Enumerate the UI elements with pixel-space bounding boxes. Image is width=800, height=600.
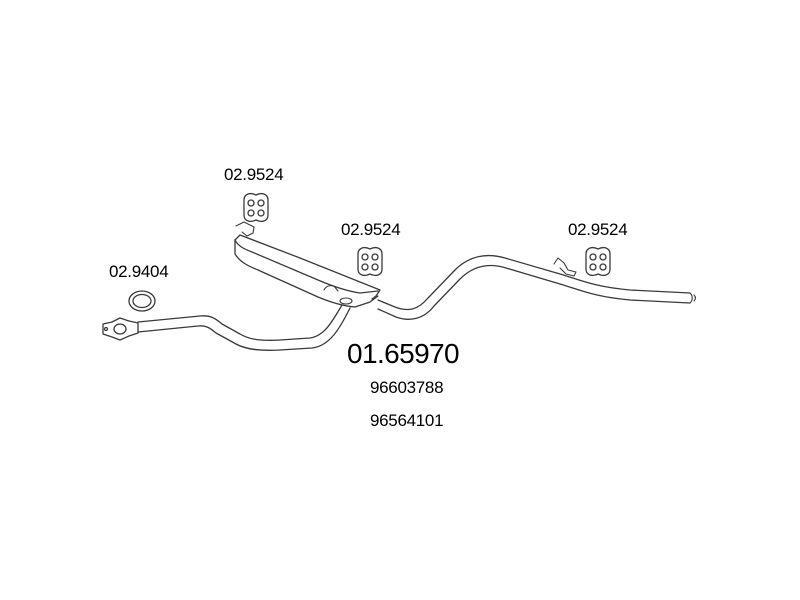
part-label-mount-muffler: 02.9524 <box>224 165 284 184</box>
rubber-mount-muffler <box>243 193 269 222</box>
muffler <box>234 221 381 308</box>
main-part-number: 01.65970 <box>347 338 460 369</box>
rubber-mount-rear <box>585 247 611 276</box>
part-label-mount-rear: 02.9524 <box>568 220 628 239</box>
front-flange <box>102 317 139 341</box>
part-label-gasket: 02.9404 <box>109 262 169 281</box>
rubber-mount-middle <box>357 247 383 276</box>
oem-number: 96603788 <box>370 378 444 397</box>
gasket-ring <box>128 290 156 312</box>
part-label-mount-middle: 02.9524 <box>341 220 401 239</box>
tail-pipe <box>377 254 697 320</box>
oem-number: 96564101 <box>370 411 444 430</box>
front-pipe <box>137 304 351 351</box>
